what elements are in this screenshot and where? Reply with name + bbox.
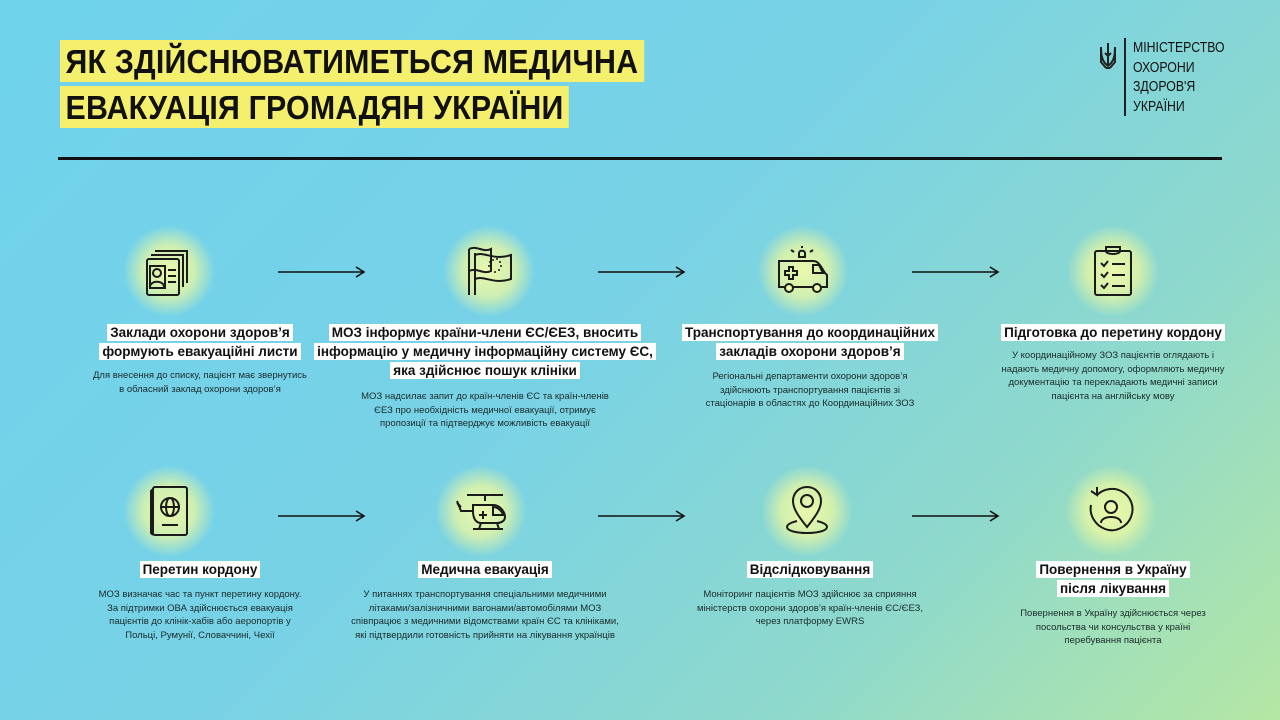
step-6-desc-line-1: У питаннях транспортування спеціальними … [363, 589, 607, 600]
step-3-desc-line-2: здійснюють транспортування пацієнтів зі [720, 384, 900, 396]
clipboard-icon [1094, 246, 1132, 296]
helicopter-icon [456, 494, 507, 530]
page-title-line-1: ЯК ЗДІЙСНЮВАТИМЕТЬСЯ МЕДИЧНА [60, 40, 644, 82]
step-5-description: МОЗ визначає час та пункт перетину кордо… [50, 588, 350, 642]
flow-arrow-1 [278, 266, 366, 278]
ministry-line-2: ОХОРОНИ [1133, 58, 1195, 76]
ministry-logo: МІНІСТЕРСТВО ОХОРОНИ ЗДОРОВ'Я УКРАЇНИ [1098, 38, 1245, 116]
step-6-desc-line-4: які підтвердили готовність прийняти на л… [355, 629, 615, 641]
step-3-description: Регіональні департаменти охорони здоров’… [670, 370, 950, 411]
step-4-description: У координаційному ЗОЗ пацієнтів оглядают… [978, 349, 1248, 403]
step-8-description: Повернення в Україну здійснюється через … [978, 607, 1248, 648]
step-5-title-line-1: Перетин кордону [139, 561, 261, 578]
step-7-title-line-1: Відслідковування [746, 561, 874, 578]
step-6-title: Медична евакуація [340, 560, 630, 579]
step-3-title-line-1: Транспортування до координаційних [681, 324, 939, 341]
header-divider [58, 157, 1222, 160]
ministry-line-1: МІНІСТЕРСТВО [1133, 39, 1225, 56]
step-2-desc-line-2: ЄЕЗ про необхідність медичної евакуації,… [374, 404, 596, 416]
step-7-icon-wrap [762, 466, 852, 556]
step-5-desc-line-1: МОЗ визначає час та пункт перетину кордо… [98, 589, 302, 600]
ministry-divider [1124, 38, 1126, 116]
step-1-desc-line-1: Для внесення до списку, пацієнт має звер… [93, 370, 307, 381]
step-1-icon-wrap [124, 226, 214, 316]
return-person-icon [1089, 487, 1134, 532]
step-6-title-line-1: Медична евакуація [418, 561, 552, 578]
step-2-title-line-2: інформацію у медичну інформаційну систем… [314, 343, 656, 360]
step-6-desc-line-2: літаками/залізничними вагонами/автомобіл… [368, 602, 602, 614]
flow-arrow-5 [598, 510, 686, 522]
step-8-title-line-1: Повернення в Україну [1036, 561, 1190, 578]
step-5-desc-line-3: пацієнтів до клінік-хабів або аеропортів… [109, 616, 291, 627]
step-3-desc-line-3: стаціонарів в областях до Координаційних… [705, 398, 915, 409]
passport-icon [150, 486, 188, 536]
step-4-desc-line-4: пацієнта на англійську мову [1051, 390, 1175, 402]
step-6-icon-wrap [436, 466, 526, 556]
step-3-icon-wrap [758, 226, 848, 316]
step-7-desc-line-3: через платформу EWRS [755, 616, 865, 627]
step-5-desc-line-4: Польці, Румунії, Словаччині, Чехії [125, 629, 275, 641]
step-7-title: Відслідковування [660, 560, 960, 579]
step-7-desc-line-2: міністерств охорони здоров’я країн-члені… [697, 602, 923, 614]
step-1-title: Заклади охорони здоров’я формують евакуа… [60, 323, 340, 361]
ambulance-icon [778, 246, 828, 293]
step-6-desc-line-3: співпрацює з медичними відомствами країн… [351, 616, 619, 627]
step-2-title-line-3: яка здійснює пошук клініки [390, 362, 580, 379]
step-4-desc-line-2: надають медичну допомогу, оформляють мед… [1001, 363, 1225, 375]
ministry-line-3: ЗДОРОВ'Я [1133, 78, 1196, 95]
step-8-desc-line-3: перебування пацієнта [1064, 635, 1162, 646]
step-4-desc-line-1: У координаційному ЗОЗ пацієнтів оглядают… [1011, 350, 1214, 361]
step-4-icon-wrap [1068, 226, 1158, 316]
step-5-title: Перетин кордону [60, 560, 340, 579]
step-8-desc-line-1: Повернення в Україну здійснюється через [1020, 608, 1206, 619]
step-1-title-line-1: Заклади охорони здоров’я [107, 324, 293, 341]
step-8-title: Повернення в Україну після лікування [978, 560, 1248, 598]
flow-arrow-3 [912, 266, 1000, 278]
step-8-desc-line-2: посольства чи консульства у країні [1035, 621, 1191, 633]
step-1-description: Для внесення до списку, пацієнт має звер… [50, 369, 350, 396]
step-3-title: Транспортування до координаційних заклад… [660, 323, 960, 361]
step-1-desc-line-2: в обласний заклад охорони здоров’я [119, 383, 281, 395]
step-4-title: Підготовка до перетину кордону [978, 323, 1248, 342]
step-2-title: МОЗ інформує країни-члени ЄС/ЄЕЗ, вносит… [310, 323, 660, 380]
step-3-desc-line-1: Регіональні департаменти охорони здоров’… [712, 371, 908, 382]
trident-icon [1100, 43, 1116, 69]
step-8-icon-wrap [1066, 466, 1156, 556]
step-2-description: МОЗ надсилає запит до країн-членів ЄС та… [320, 390, 650, 431]
step-4-desc-line-3: документацію та перекладають медичні зап… [1008, 377, 1218, 388]
flow-arrow-6 [912, 510, 1000, 522]
step-7-description: Моніторинг пацієнтів МОЗ здійснює за спр… [670, 588, 950, 629]
ministry-line-4: УКРАЇНИ [1133, 97, 1185, 115]
step-5-desc-line-2: За підтримки ОВА здійснюється евакуація [107, 602, 293, 614]
step-8-title-line-2: після лікування [1056, 580, 1170, 597]
step-2-icon-wrap [444, 226, 534, 316]
step-7-desc-line-1: Моніторинг пацієнтів МОЗ здійснює за спр… [703, 589, 917, 600]
step-1-title-line-2: формують евакуаційні листи [99, 343, 301, 360]
page-title-line-2: ЕВАКУАЦІЯ ГРОМАДЯН УКРАЇНИ [60, 86, 569, 128]
step-2-title-line-1: МОЗ інформує країни-члени ЄС/ЄЕЗ, вносит… [328, 324, 642, 341]
step-2-desc-line-3: пропозиції та підтверджує можливість ева… [379, 418, 591, 429]
step-6-description: У питаннях транспортування спеціальними … [320, 588, 650, 642]
eu-flag-icon [468, 246, 512, 295]
flow-arrow-4 [278, 510, 366, 522]
id-card-icon [146, 250, 188, 296]
step-4-title-line-1: Підготовка до перетину кордону [1001, 324, 1225, 341]
step-2-desc-line-1: МОЗ надсилає запит до країн-членів ЄС та… [361, 391, 609, 402]
location-pin-icon [785, 485, 829, 535]
step-3-title-line-2: закладів охорони здоров’я [716, 343, 904, 360]
step-5-icon-wrap [124, 466, 214, 556]
ministry-name: МІНІСТЕРСТВО ОХОРОНИ ЗДОРОВ'Я УКРАЇНИ [1133, 38, 1225, 116]
flow-arrow-2 [598, 266, 686, 278]
